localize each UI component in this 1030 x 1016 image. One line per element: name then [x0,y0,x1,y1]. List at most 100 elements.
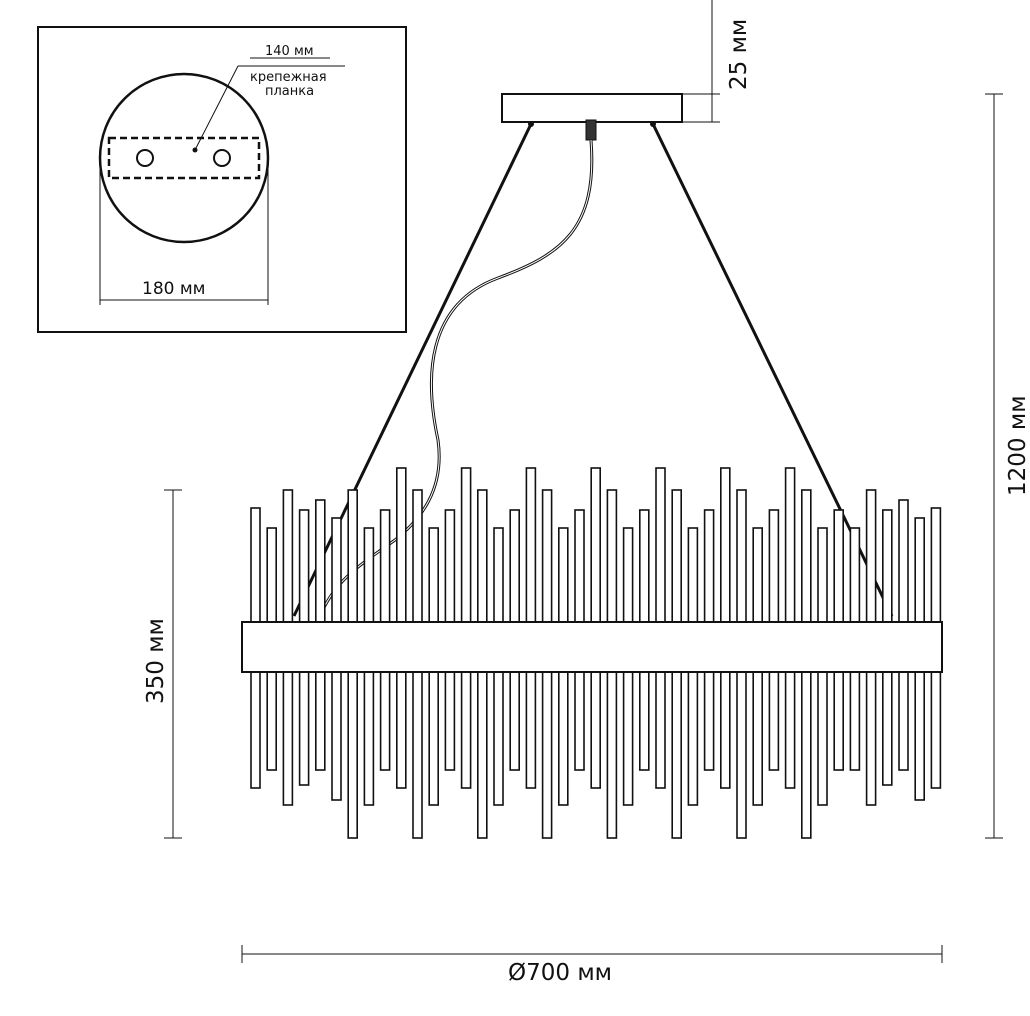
crystal-rod-lower [557,671,569,806]
bar-width-label: 140 мм [265,44,314,59]
crystal-rod-upper [412,489,423,623]
crystal-rod-upper [833,509,845,623]
crystal-rod-lower [898,671,909,771]
crystal-rod-upper [800,489,812,623]
crystal-rod-upper [671,489,683,623]
crystal-rod-upper [881,509,893,623]
crystal-rod-lower [314,671,326,771]
crystal-rod-upper [250,507,261,623]
crystal-rod-lower [687,671,699,806]
crystal-rod-lower [800,671,812,839]
crystal-rod-lower [347,671,359,839]
mounting-screw-left [136,149,154,167]
crystal-rod-upper [509,509,521,623]
crystal-rod-lower [412,671,423,839]
power-cord-inner [319,139,593,617]
crystal-rod-lower [833,671,845,771]
crystal-rod-lower [768,671,780,771]
crystal-rod-upper [930,507,942,623]
crystal-rod-lower [719,671,731,789]
crystal-rod-lower [849,671,861,771]
inset-diameter-label: 180 мм [142,279,206,299]
crystal-rod-lower [363,671,375,806]
crystal-rod-lower [331,671,342,801]
canopy-plate-circle [98,72,270,244]
crystal-rod-upper [719,467,731,623]
crystal-rod-upper [266,527,278,623]
crystal-rod-upper [768,509,780,623]
bracket-label: крепежная [250,70,327,85]
crystal-rod-upper [476,489,488,623]
inset-frame [37,26,407,333]
crystal-rod-upper [736,489,747,623]
crystal-rod-lower [395,671,407,789]
crystal-rod-upper [914,517,926,623]
crystal-rod-upper [590,467,602,623]
bracket-label-line2: планка [265,84,314,99]
crystal-rod-lower [914,671,926,801]
crystal-rod-lower [428,671,440,806]
crystal-rod-lower [574,671,585,771]
crystal-rods-lower [250,671,942,839]
crystal-rod-upper [460,467,472,623]
crystal-rod-upper [574,509,585,623]
crystal-rod-upper [752,527,764,623]
crystal-rod-upper [444,509,456,623]
crystal-rod-lower [784,671,796,789]
crystal-rod-upper [493,527,504,623]
crystal-rod-upper [655,467,666,623]
mounting-screw-right [213,149,231,167]
crystal-rod-upper [525,467,537,623]
crystal-rod-upper [784,467,796,623]
crystal-rod-lower [671,671,683,839]
crystal-rod-upper [541,489,553,623]
canopy-height-label: 25 мм [726,19,752,90]
crystal-rod-lower [817,671,828,806]
crystal-rod-lower [266,671,278,771]
crystal-rod-upper [282,489,294,623]
mounting-bar-outline [107,136,261,180]
crystal-rod-lower [930,671,942,789]
crystal-rod-lower [509,671,521,771]
cable-gland [585,119,597,141]
crystal-rod-lower [476,671,488,839]
crystal-rod-lower [655,671,666,789]
crystal-rod-upper [379,509,391,623]
crystal-rods-upper [250,467,942,623]
diameter-label: Ø700 мм [508,960,612,986]
crystal-rod-lower [444,671,456,771]
crystal-rod-lower [703,671,715,771]
crystal-rod-upper [849,527,861,623]
crystal-rod-lower [282,671,294,806]
crystal-rod-lower [622,671,634,806]
crystal-rod-lower [541,671,553,839]
crystal-rod-lower [736,671,747,839]
crystal-rod-lower [298,671,310,786]
crystal-rod-upper [703,509,715,623]
body-height-label: 350 мм [143,618,169,704]
overall-dimensions: 1200 мм 350 мм Ø700 мм [143,93,1030,986]
crystal-rod-upper [363,527,375,623]
crystal-rod-lower [638,671,650,771]
crystal-rod-upper [898,499,909,623]
ceiling-canopy [501,93,683,123]
crystal-rod-upper [865,489,877,623]
crystal-rod-lower [250,671,261,789]
crystal-rod-upper [606,489,618,623]
crystal-rod-upper [622,527,634,623]
mounting-plate-inset: 140 мм крепежная планка 180 мм [37,26,407,333]
crystal-rod-upper [428,527,440,623]
chandelier-frame-ring [241,621,943,673]
crystal-rod-upper [314,499,326,623]
crystal-rod-upper [687,527,699,623]
crystal-rod-upper [638,509,650,623]
crystal-rod-lower [881,671,893,786]
crystal-rod-upper [298,509,310,623]
total-height-label: 1200 мм [1005,395,1030,496]
crystal-rod-upper [347,489,359,623]
crystal-rod-lower [590,671,602,789]
crystal-rod-lower [752,671,764,806]
crystal-rod-lower [460,671,472,789]
crystal-rod-upper [331,517,342,623]
